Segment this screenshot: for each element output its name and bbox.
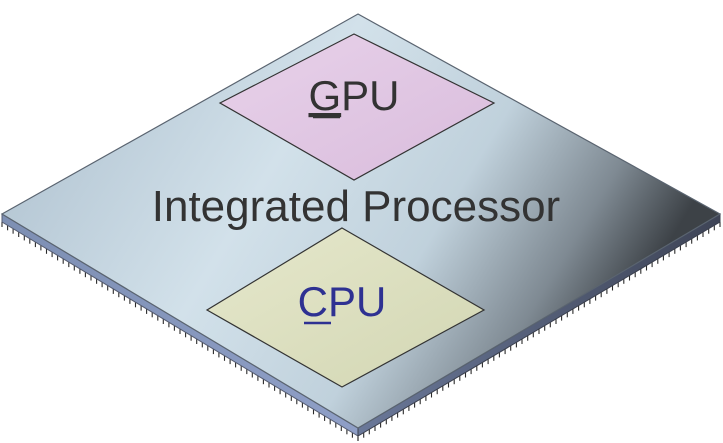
cpu-label-rest: PU <box>328 278 386 325</box>
gpu-label-rest: PU <box>341 72 399 119</box>
cpu-die <box>205 227 486 388</box>
cpu-label-initial: C <box>298 278 328 325</box>
gpu-label: GPU <box>308 72 399 119</box>
chip-pins <box>1 222 721 441</box>
chip-title: Integrated Processor <box>152 182 560 231</box>
gpu-die <box>218 33 496 181</box>
cpu-label: CPU <box>298 278 387 325</box>
chip-top-face <box>0 13 722 429</box>
gpu-label-initial: G <box>308 72 341 119</box>
